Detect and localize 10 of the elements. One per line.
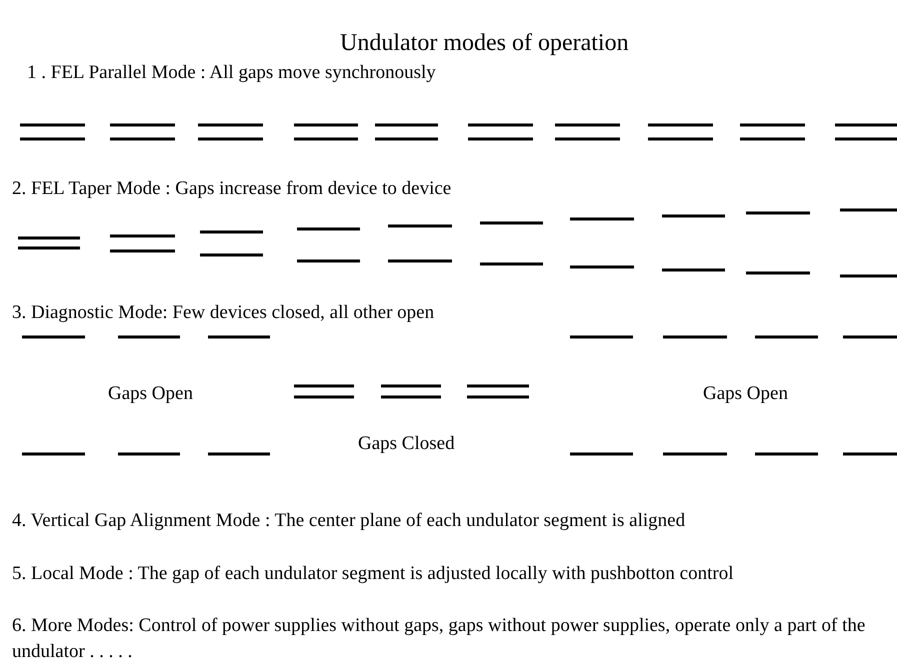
- mode-description: 1 . FEL Parallel Mode : All gaps move synchronously: [27, 61, 436, 85]
- mode-description: 6. More Modes: Control of power supplies without gaps, gaps without power supplies, operate only a part of the undulator . . . . .: [12, 614, 866, 664]
- mode-description: 4. Vertical Gap Alignment Mode : The center plane of each undulator segment is aligned: [12, 509, 686, 533]
- gap-state-label: Gaps Open: [703, 382, 788, 406]
- title: Undulator modes of operation: [340, 30, 629, 57]
- mode-description: 3. Diagnostic Mode: Few devices closed, all other open: [12, 301, 434, 325]
- mode-description: 5. Local Mode : The gap of each undulator segment is adjusted locally with pushbotton control: [12, 562, 734, 586]
- gap-state-label: Gaps Open: [108, 382, 193, 406]
- mode-description: 2. FEL Taper Mode : Gaps increase from device to device: [12, 177, 452, 201]
- gap-state-label: Gaps Closed: [358, 432, 455, 456]
